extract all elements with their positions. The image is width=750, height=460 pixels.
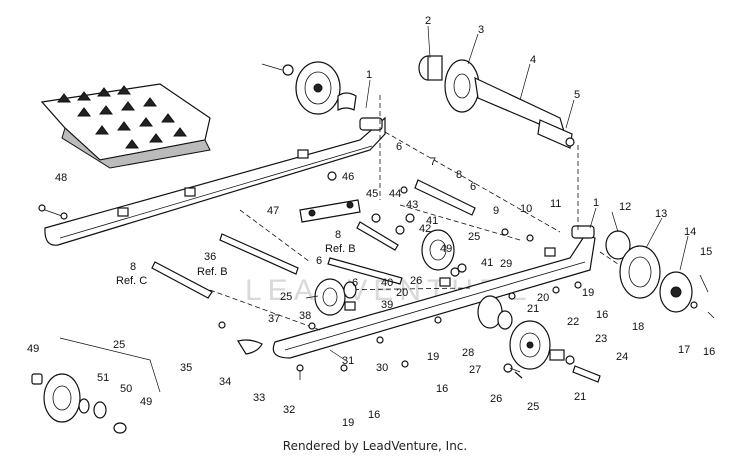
callout-5: 5 [574,89,580,101]
callout-21b: 21 [574,391,586,403]
callout-14: 14 [684,226,696,238]
callout-33: 33 [253,392,265,404]
callout-18: 18 [632,321,644,333]
callout-8b: 8 [335,229,341,241]
callout-44: 44 [389,188,401,200]
callout-25c: 25 [527,401,539,413]
callout-12: 12 [619,201,631,213]
upper-idler-wheel [261,61,357,115]
callout-32: 32 [283,404,295,416]
callout-47: 47 [267,205,279,217]
ref-c-label: Ref. C [116,275,147,287]
callout-17: 17 [678,344,690,356]
callout-6a: 6 [396,141,402,153]
callout-20a: 20 [396,287,408,299]
callout-49a: 49 [440,243,452,255]
callout-1-upper: 1 [366,69,372,81]
callout-27: 27 [469,364,481,376]
callout-6d: 6 [352,277,358,289]
fasteners [38,204,601,383]
callout-21a: 21 [527,303,539,315]
callout-40: 40 [381,277,393,289]
callout-48: 48 [55,172,67,184]
callout-42: 42 [419,223,431,235]
callout-10: 10 [520,203,532,215]
callout-22: 22 [567,316,579,328]
callout-38: 38 [299,310,311,322]
callout-25b: 25 [280,291,292,303]
callout-16a: 16 [596,309,608,321]
left-rail [44,116,386,246]
callout-25d: 25 [113,339,125,351]
callout-25a: 25 [468,231,480,243]
callout-2: 2 [425,15,431,27]
callout-31: 31 [342,355,354,367]
callout-15: 15 [700,246,712,258]
ref-b-label-2: Ref. B [325,243,356,255]
callout-13: 13 [655,208,667,220]
callout-49c: 49 [140,396,152,408]
callout-11: 11 [550,198,561,210]
callout-41b: 41 [481,257,493,269]
rear-axle-assembly [418,55,575,149]
inset-wheel-assembly [31,337,161,434]
callout-26b: 26 [490,393,502,405]
rear-idler-wheels [605,230,715,319]
callout-26a: 26 [410,275,422,287]
callout-16b: 16 [703,346,715,358]
callout-36: 36 [204,251,216,263]
callout-24: 24 [616,351,628,363]
callout-50: 50 [120,383,132,395]
callout-35: 35 [180,362,192,374]
slide-pad-plate-48 [40,83,211,169]
callout-4: 4 [530,54,536,66]
callout-8c: 8 [130,261,136,273]
callout-49b: 49 [27,343,39,355]
leader-lines [305,25,689,361]
callout-37: 37 [268,313,280,325]
callout-28: 28 [462,347,474,359]
callout-19c: 19 [342,417,354,429]
callout-16c: 16 [436,383,448,395]
callout-16d: 16 [368,409,380,421]
callout-41a: 41 [426,215,438,227]
callout-1-lower: 1 [593,197,599,209]
callout-labels: 1 1 2 3 4 5 6 6 6 6 7 8 8 8 9 10 11 12 1… [27,15,715,429]
callout-30: 30 [376,362,388,374]
callout-39: 39 [381,299,393,311]
callout-19b: 19 [427,351,439,363]
callout-23: 23 [595,333,607,345]
callout-46: 46 [342,171,354,183]
mid-wheels [314,229,565,379]
callout-51: 51 [97,372,109,384]
ref-b-label-1: Ref. B [197,266,228,278]
center-shafts [151,171,476,299]
callout-19a: 19 [582,287,594,299]
callout-45: 45 [366,188,378,200]
callout-20b: 20 [537,292,549,304]
callout-6c: 6 [316,255,322,267]
footer-credit: Rendered by LeadVenture, Inc. [282,439,468,453]
callout-29: 29 [500,258,512,270]
callout-8a: 8 [456,169,462,181]
callout-34: 34 [219,376,231,388]
callout-43: 43 [406,199,418,211]
callout-3: 3 [478,24,484,36]
callout-7: 7 [430,156,436,168]
callout-6b: 6 [470,181,476,193]
callout-9: 9 [493,205,499,217]
right-rail [272,225,596,359]
